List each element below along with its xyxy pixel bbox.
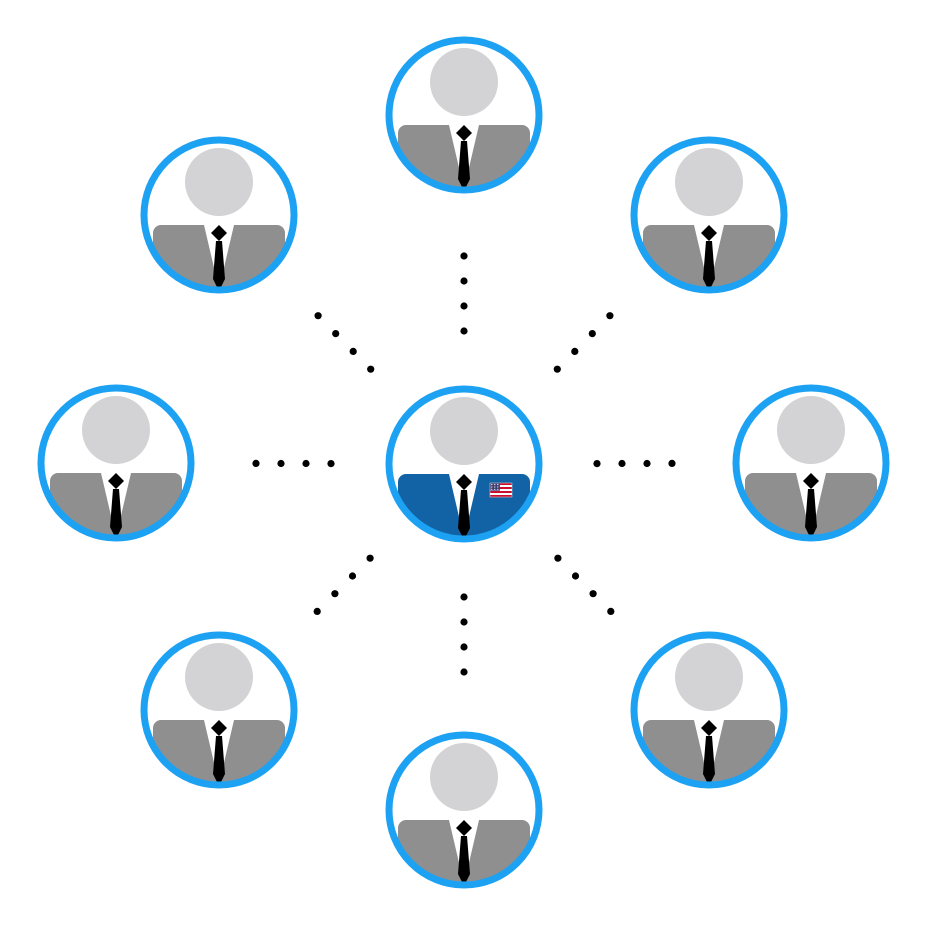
head-shape — [82, 396, 150, 464]
avatar-ring — [385, 731, 543, 889]
connector-person-bottom — [460, 593, 468, 676]
connector-dot — [460, 618, 468, 626]
connector-dot — [277, 459, 285, 468]
connector-person-left — [252, 459, 335, 468]
person-bottom — [385, 731, 543, 889]
avatar-ring — [385, 36, 543, 194]
avatar-ring — [732, 384, 890, 542]
connector-person-right — [593, 459, 676, 468]
tie-blade — [458, 141, 470, 189]
avatar-ring — [37, 384, 195, 542]
connector-dot — [332, 330, 340, 338]
connector-dot — [607, 607, 615, 616]
head-shape — [430, 397, 498, 465]
connector-dot — [327, 460, 335, 468]
connector-dot — [571, 347, 579, 355]
connector-dot — [593, 460, 601, 468]
person-avatar-icon — [50, 396, 182, 537]
person-avatar-icon — [153, 148, 285, 289]
tie-blade — [213, 241, 225, 289]
person-avatar-icon — [745, 396, 877, 537]
connector-dot — [643, 459, 651, 468]
person-avatar-icon — [398, 48, 530, 189]
connector-dot — [348, 572, 357, 580]
tie-blade — [805, 489, 817, 537]
tie-blade — [458, 836, 470, 884]
connector-dot — [367, 365, 375, 373]
connector-dot — [554, 554, 562, 562]
head-shape — [430, 743, 498, 811]
head-shape — [675, 643, 743, 711]
connector-dot — [366, 554, 374, 562]
avatar-ring — [630, 631, 788, 789]
tie-knot — [211, 720, 227, 736]
tie-knot — [456, 474, 472, 490]
connector-dot — [460, 302, 468, 310]
connector-person-top-right — [553, 312, 614, 373]
person-bottom-left — [140, 631, 298, 789]
person-left — [37, 384, 195, 542]
connector-person-top — [460, 252, 468, 335]
person-top-left — [140, 136, 298, 294]
head-shape — [430, 48, 498, 116]
tie-blade — [703, 736, 715, 784]
tie-knot — [456, 820, 472, 836]
connector-dot — [313, 607, 321, 616]
connector-dot — [460, 327, 468, 335]
connector-dot — [302, 459, 310, 468]
head-shape — [675, 148, 743, 216]
person-avatar-icon — [398, 743, 530, 884]
connector-dot — [460, 593, 468, 601]
us-flag-icon — [489, 482, 513, 498]
person-avatar-icon — [398, 397, 530, 538]
avatar-ring — [385, 385, 543, 543]
connector-dot — [571, 572, 580, 580]
tie-blade — [110, 489, 122, 537]
connector-dot — [331, 590, 339, 598]
connector-dot — [460, 277, 468, 285]
head-shape — [185, 643, 253, 711]
connector-dot — [314, 312, 322, 320]
connector-dot — [668, 459, 676, 467]
connector-dot — [252, 459, 260, 467]
tie-blade — [458, 490, 470, 538]
tie-knot — [803, 473, 819, 489]
head-shape — [185, 148, 253, 216]
tie-blade — [213, 736, 225, 784]
person-avatar-icon — [643, 148, 775, 289]
connector-dot — [460, 668, 468, 676]
person-top-right — [630, 136, 788, 294]
connector-dot — [618, 459, 626, 468]
connector-dot — [606, 312, 614, 320]
connector-dot — [589, 590, 597, 598]
tie-knot — [701, 225, 717, 241]
tie-blade — [703, 241, 715, 289]
connector-dot — [460, 252, 468, 260]
person-avatar-icon — [153, 643, 285, 784]
connections-layer — [252, 252, 676, 676]
avatar-ring — [140, 631, 298, 789]
connector-dot — [349, 347, 357, 355]
person-avatar-icon — [643, 643, 775, 784]
connector-person-bottom-right — [554, 554, 615, 616]
people-layer — [37, 36, 890, 889]
avatar-ring — [140, 136, 298, 294]
connector-dot — [553, 365, 561, 373]
center-person — [385, 385, 543, 543]
person-bottom-right — [630, 631, 788, 789]
tie-knot — [211, 225, 227, 241]
tie-knot — [701, 720, 717, 736]
avatar-ring — [630, 136, 788, 294]
connector-dot — [460, 643, 468, 651]
connector-person-bottom-left — [313, 554, 374, 616]
tie-knot — [108, 473, 124, 489]
head-shape — [777, 396, 845, 464]
person-top — [385, 36, 543, 194]
tie-knot — [456, 125, 472, 141]
connector-dot — [588, 330, 596, 338]
connector-person-top-left — [314, 312, 375, 373]
person-right — [732, 384, 890, 542]
